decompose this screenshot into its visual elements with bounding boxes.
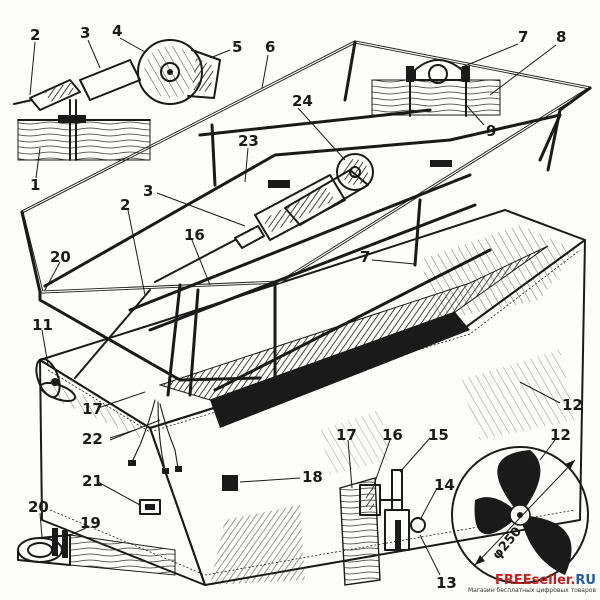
callout-15: 15 [428, 426, 449, 444]
mounting-plate [139, 499, 161, 515]
callout-7-inset: 7 [518, 28, 528, 46]
watermark-tagline: Магазин бесплатных цифровых товаров [467, 587, 596, 594]
inset-clamp-bottom [17, 528, 176, 576]
callout-13: 13 [436, 574, 457, 592]
wires [128, 399, 182, 474]
callout-2-main: 2 [120, 196, 130, 214]
callout-12-main: 11 [32, 316, 53, 334]
callout-11: 12 [562, 396, 583, 414]
callout-7-main: 7 [360, 248, 370, 266]
callout-20-inset: 20 [28, 498, 49, 516]
drive-shaft [74, 289, 151, 379]
watermark: FREEseller.RU Магазин бесплатных цифровы… [468, 574, 596, 594]
callout-20-main: 20 [50, 248, 71, 266]
watermark-brand: FREEseller.RU [468, 574, 596, 587]
leader-lines [29, 37, 561, 576]
callout-1: 1 [30, 176, 40, 194]
callout-2-inset: 2 [30, 26, 40, 44]
callout-18: 18 [302, 468, 323, 486]
callout-17-inset: 17 [336, 426, 357, 444]
callout-6: 6 [265, 38, 275, 56]
inset-clamp-top [371, 59, 501, 117]
inset-drill-mount [13, 39, 221, 161]
callout-16-main: 16 [184, 226, 205, 244]
watermark-brand-suffix: RU [575, 573, 596, 588]
watermark-brand-main: FREEseller. [494, 573, 576, 588]
callout-24: 24 [292, 92, 313, 110]
callout-16-inset: 16 [382, 426, 403, 444]
callout-3-inset: 3 [80, 24, 90, 42]
callout-8: 8 [556, 28, 566, 46]
callout-14: 14 [434, 476, 455, 494]
handle [222, 475, 238, 491]
callout-3-main: 3 [143, 182, 153, 200]
propeller [35, 357, 77, 403]
drive-assembly [154, 153, 452, 283]
callout-9: 9 [486, 122, 496, 140]
callout-21: 21 [82, 472, 103, 490]
inset-hinge [339, 469, 426, 586]
callout-17-main: 17 [82, 400, 103, 418]
tube-frame [20, 40, 592, 397]
callout-5: 5 [232, 38, 242, 56]
callout-4: 4 [112, 22, 122, 40]
callout-19: 19 [80, 514, 101, 532]
callout-12-detail: 12 [550, 426, 571, 444]
propeller-detail [451, 446, 589, 584]
callout-22: 22 [82, 430, 103, 448]
callout-23: 23 [238, 132, 259, 150]
box-body [39, 209, 586, 586]
